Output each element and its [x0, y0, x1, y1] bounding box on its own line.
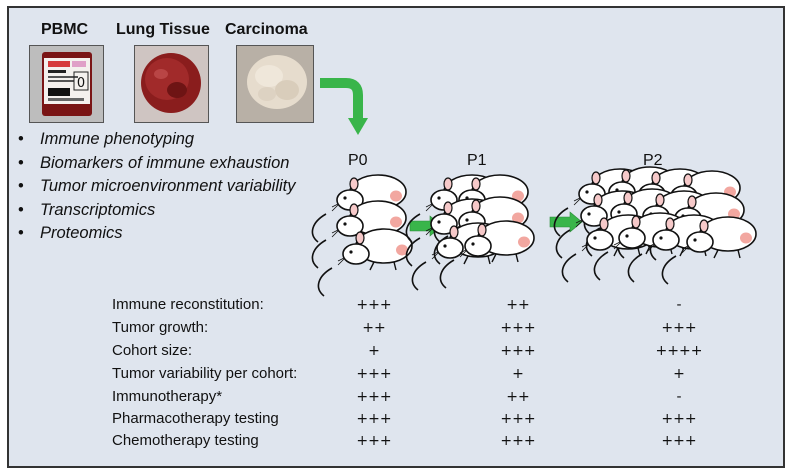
source-label-pbmc: PBMC	[41, 21, 89, 38]
table-row-label: Chemotherapy testing	[112, 432, 259, 449]
table-cell: -	[676, 297, 682, 313]
table-cell: +	[512, 366, 524, 382]
carcinoma-image	[236, 45, 314, 123]
table-cell: +++	[356, 297, 392, 313]
table-row-label: Cohort size:	[112, 342, 193, 359]
analysis-item: Proteomics	[18, 222, 296, 246]
analysis-item: Biomarkers of immune exhaustion	[18, 152, 296, 176]
table-cell: ++	[506, 297, 530, 313]
table-row-label: Tumor growth:	[112, 319, 209, 336]
curved-arrow-icon	[320, 78, 363, 120]
table-cell: +++	[500, 411, 536, 427]
table-cell: +++	[500, 320, 536, 336]
analysis-list: Immune phenotyping Biomarkers of immune …	[18, 128, 296, 246]
passage-label-p0: P0	[348, 152, 368, 169]
table-cell: +++	[661, 411, 697, 427]
analysis-item: Immune phenotyping	[18, 128, 296, 152]
cohort-p1-mice	[405, 174, 535, 291]
analysis-item: Transcriptomics	[18, 199, 296, 223]
source-label-carcinoma: Carcinoma	[225, 21, 308, 38]
cohort-p0-mice	[311, 174, 413, 297]
passage-label-p1: P1	[467, 152, 487, 169]
cohort-p2-mice	[553, 166, 757, 285]
table-cell: +	[368, 343, 380, 359]
bag-label-text: 0	[77, 76, 85, 91]
table-row-label: Immunotherapy*	[112, 388, 223, 405]
table-cell: +++	[356, 411, 392, 427]
analysis-item: Tumor microenvironment variability	[18, 175, 296, 199]
blood-bag-image: 0	[29, 45, 104, 123]
table-cell: ++	[506, 389, 530, 405]
table-cell: +++	[356, 366, 392, 382]
table-cell: +++	[356, 389, 392, 405]
lung-tissue-image	[134, 45, 209, 123]
table-cell: +++	[661, 320, 697, 336]
table-row-label: Tumor variability per cohort:	[112, 365, 298, 382]
table-cell: -	[676, 389, 682, 405]
table-cell: ++++	[655, 343, 703, 359]
table-cell: +++	[500, 343, 536, 359]
table-cell: +++	[661, 433, 697, 449]
table-cell: +++	[356, 433, 392, 449]
table-cell: +	[673, 366, 685, 382]
table-row-label: Pharmacotherapy testing	[112, 410, 279, 427]
table-row-label: Immune reconstitution:	[112, 296, 264, 313]
passage-label-p2: P2	[643, 152, 663, 169]
table-cell: ++	[362, 320, 386, 336]
source-label-lung-tissue: Lung Tissue	[116, 21, 210, 38]
table-cell: +++	[500, 433, 536, 449]
